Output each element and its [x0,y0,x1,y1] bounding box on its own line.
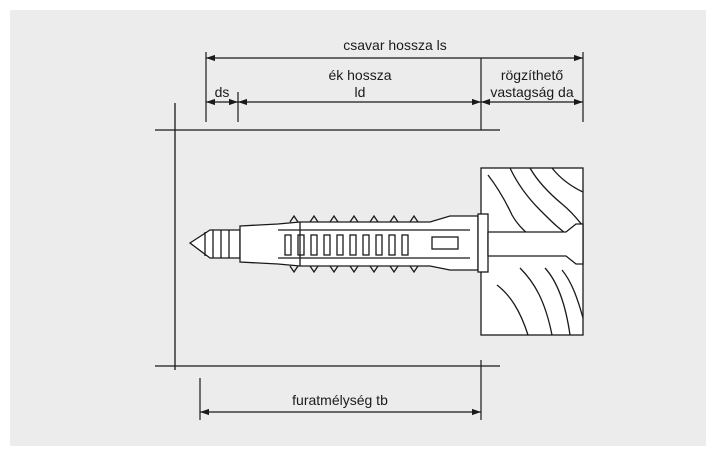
base-material [155,103,500,370]
screw-length-label: csavar hossza ls [343,37,446,53]
wedge-length-label: ék hossza [328,67,391,83]
drill-depth-label: furatmélység tb [292,392,388,408]
dimension-arrows [200,54,583,416]
screw-shank [487,223,584,265]
screw-tip [188,229,241,259]
wedge-length-symbol: ld [355,84,366,100]
fixture-thickness-label-2: vastagság da [490,84,573,100]
dowel-sleeve [239,215,479,271]
extension-lines [199,52,584,420]
dowel-collar [477,213,489,273]
dowel-anchor [188,213,584,274]
fixture-thickness-label: rögzíthető [501,67,563,83]
ds-label: ds [215,84,230,100]
